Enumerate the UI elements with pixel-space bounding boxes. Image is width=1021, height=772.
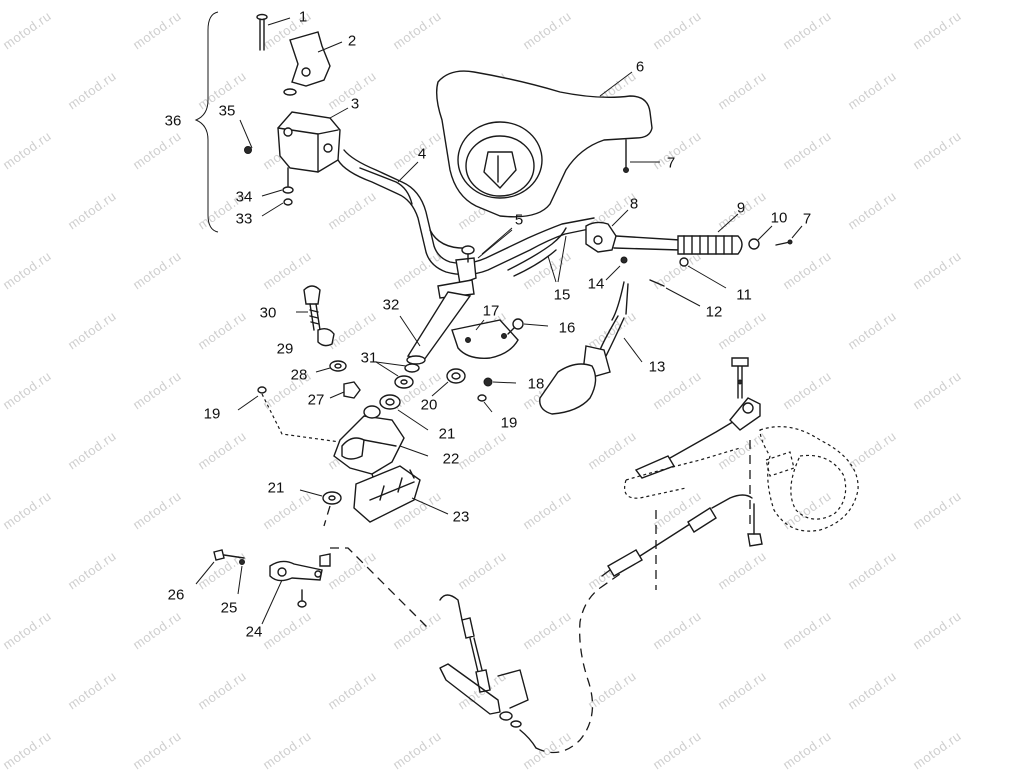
callout-7a: 7 [666,154,676,172]
part-8-switch-housing [585,221,681,253]
callout-18: 18 [527,375,545,393]
callout-1: 1 [298,8,308,26]
part-14-fitting [620,256,628,264]
part-13-cable [539,281,629,415]
callout-7b: 7 [802,210,812,228]
lower-linkage [439,594,537,749]
callout-2: 2 [347,32,357,50]
callout-19a: 19 [203,405,221,423]
part-7-screw [623,139,629,173]
callout-21a: 21 [438,425,456,443]
callout-4: 4 [417,145,427,163]
part-32-steering-post [406,291,472,365]
callout-6: 6 [635,58,645,76]
part-15-cable [507,227,567,271]
part-11-adjuster [679,257,689,267]
callout-32: 32 [382,296,400,314]
callout-3: 3 [350,95,360,113]
carburetor-assembly [729,357,859,547]
callout-25: 25 [220,599,238,617]
callout-36: 36 [164,112,182,130]
callout-35: 35 [218,102,236,120]
part-23-mount-plate [353,465,421,523]
callout-28: 28 [290,366,308,384]
part-26-bolt [213,549,245,561]
part-24-pitman-arm [269,553,331,582]
part-34-washer [282,186,294,194]
callout-11: 11 [736,286,752,304]
part-4-handlebar [337,149,595,276]
callout-5: 5 [514,211,524,229]
part-22-steering-support [333,405,405,487]
part-33-nut [283,198,293,206]
callout-27: 27 [307,391,325,409]
callout-24: 24 [245,623,263,641]
part-7-end-screw [775,239,793,246]
part-19-washer-right [477,394,487,402]
callout-17: 17 [482,302,500,320]
part-25-washer [239,559,245,565]
part-30-bolt [303,285,321,331]
callout-12: 12 [705,303,723,321]
part-17-guard [451,319,519,359]
part-18-nut [483,377,493,387]
carburetor-cable [601,419,753,577]
callout-13: 13 [648,358,666,376]
callout-34: 34 [235,188,253,206]
callout-15: 15 [553,286,571,304]
part-16-screw [507,318,524,335]
part-35-nut [244,146,252,154]
part-5-clamp [437,245,477,299]
callout-21b: 21 [267,479,285,497]
part-19-washer-left [257,386,267,394]
part-10-washer [748,238,760,250]
callout-31: 31 [360,349,378,367]
callout-22: 22 [442,450,460,468]
callout-29: 29 [276,340,294,358]
callout-33: 33 [235,210,253,228]
part-6-handlebar-pad [435,70,653,218]
callout-23: 23 [452,508,470,526]
callout-16: 16 [558,319,576,337]
part-12-screw [649,279,665,287]
part-29-bushing [317,327,335,347]
part-27-nut [343,381,361,399]
callout-8: 8 [629,195,639,213]
callout-30: 30 [259,304,277,322]
callout-9: 9 [736,199,746,217]
callout-10: 10 [770,209,788,227]
part-9-grip [677,235,743,255]
assembly-bracket [194,11,219,233]
part-1-bolt [256,13,268,51]
callout-26: 26 [167,586,185,604]
callout-20: 20 [420,396,438,414]
callout-19b: 19 [500,414,518,432]
part-3-clamp [277,111,341,173]
part-2-bracket [283,31,331,96]
part-24-nut [297,600,307,608]
callout-14: 14 [587,275,605,293]
